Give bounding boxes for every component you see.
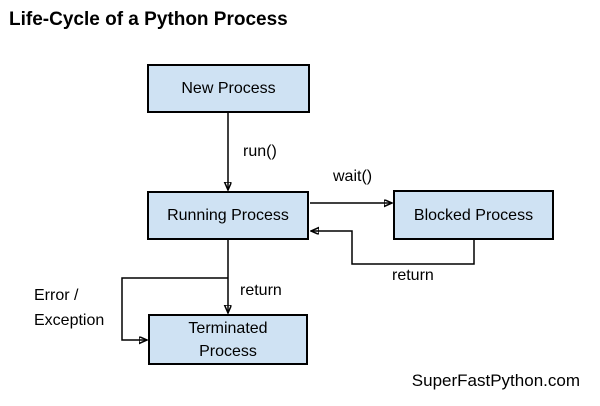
edge-label-wait: wait(): [333, 168, 373, 185]
edge-blocked-to-running: [311, 231, 475, 265]
edge-label-return-from-running: return: [240, 282, 282, 299]
node-new-process: New Process: [147, 64, 310, 113]
edge-error-to-terminated: [121, 277, 228, 340]
edge-label-run: run(): [243, 143, 277, 160]
node-label: Blocked Process: [413, 206, 534, 224]
node-terminated-process: Terminated Process: [148, 314, 308, 365]
watermark: SuperFastPython.com: [411, 371, 580, 390]
edge-label-error-exception: Error / Exception: [34, 287, 105, 329]
node-label: Terminated Process: [188, 319, 268, 360]
node-label: New Process: [181, 80, 276, 97]
edge-label-return-from-blocked: return: [392, 267, 434, 284]
node-blocked-process: Blocked Process: [393, 190, 554, 240]
node-running-process: Running Process: [147, 191, 309, 240]
diagram-title: Life-Cycle of a Python Process: [9, 9, 288, 30]
node-label: Running Process: [167, 207, 289, 224]
